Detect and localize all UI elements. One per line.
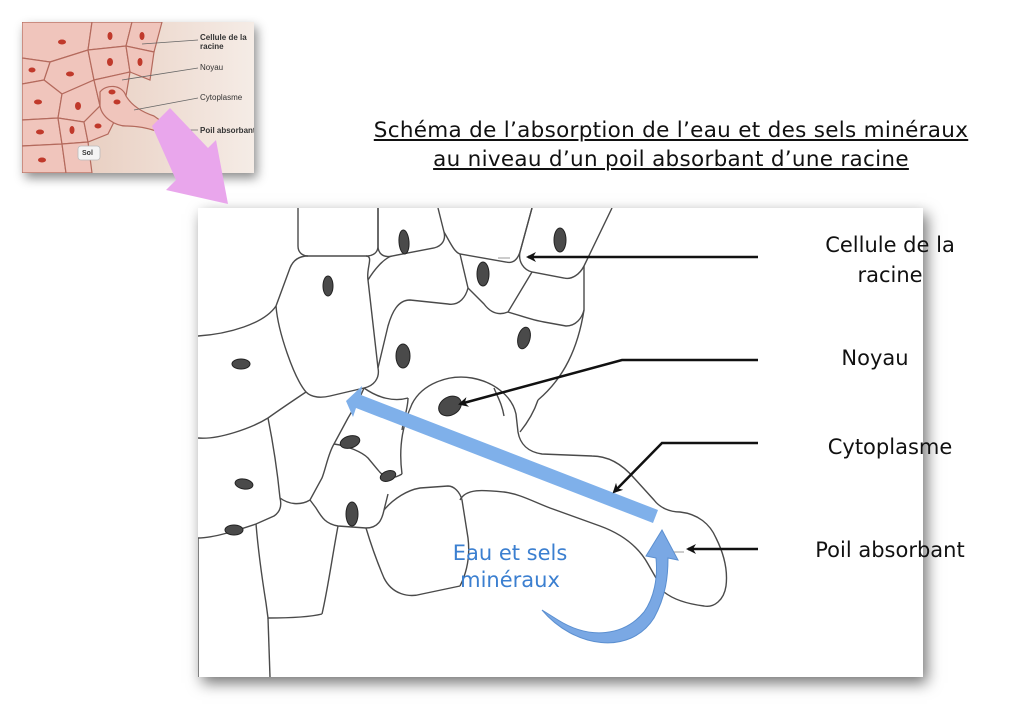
- pointer-cytoplasme: [612, 441, 758, 494]
- thumbnail-label-poil: Poil absorbant: [200, 126, 254, 135]
- nucleus: [517, 326, 531, 350]
- thumbnail-label-cellule: Cellule de la racine: [200, 33, 247, 51]
- pointer-noyau: [458, 358, 758, 407]
- nucleus: [234, 478, 254, 490]
- label-cellule-racine: Cellule de la racine: [825, 233, 955, 287]
- thumbnail-label-sol: Sol: [82, 150, 93, 157]
- nucleus: [224, 524, 244, 536]
- water-intake-curved-arrow: [541, 528, 679, 644]
- reference-thumbnail: Cellule de la racine Noyau Cytoplasme Po…: [22, 22, 254, 173]
- nucleus: [395, 343, 411, 369]
- nucleus: [476, 261, 490, 287]
- label-pointers: [458, 252, 758, 554]
- nucleus: [322, 275, 334, 297]
- nucleus: [231, 358, 251, 370]
- diagram-panel: Eau et sels minéraux: [198, 208, 923, 677]
- nucleus: [398, 229, 410, 255]
- thumbnail-label-noyau: Noyau: [200, 63, 224, 72]
- cell-nuclei: [224, 227, 567, 536]
- label-poil-absorbant: Poil absorbant: [815, 538, 965, 562]
- nucleus: [553, 227, 567, 253]
- thumbnail-sol-badge: [77, 145, 101, 161]
- diagram-title: Schéma de l’absorption de l’eau et des s…: [373, 118, 969, 172]
- root-hair-nucleus: [438, 395, 462, 417]
- nucleus: [339, 435, 361, 449]
- root-hair-diagram: [198, 208, 758, 677]
- nucleus: [345, 501, 359, 527]
- label-noyau: Noyau: [841, 346, 909, 370]
- label-cytoplasme: Cytoplasme: [827, 435, 953, 459]
- thumbnail-label-cytoplasme: Cytoplasme: [200, 93, 243, 102]
- nucleus: [379, 470, 397, 482]
- cell-outlines: [198, 208, 728, 677]
- water-salts-label: Eau et sels minéraux: [452, 541, 568, 592]
- thumbnail-nuclei: [28, 32, 145, 163]
- thumbnail-illustration: [22, 22, 254, 173]
- water-path-arrow: [346, 386, 658, 523]
